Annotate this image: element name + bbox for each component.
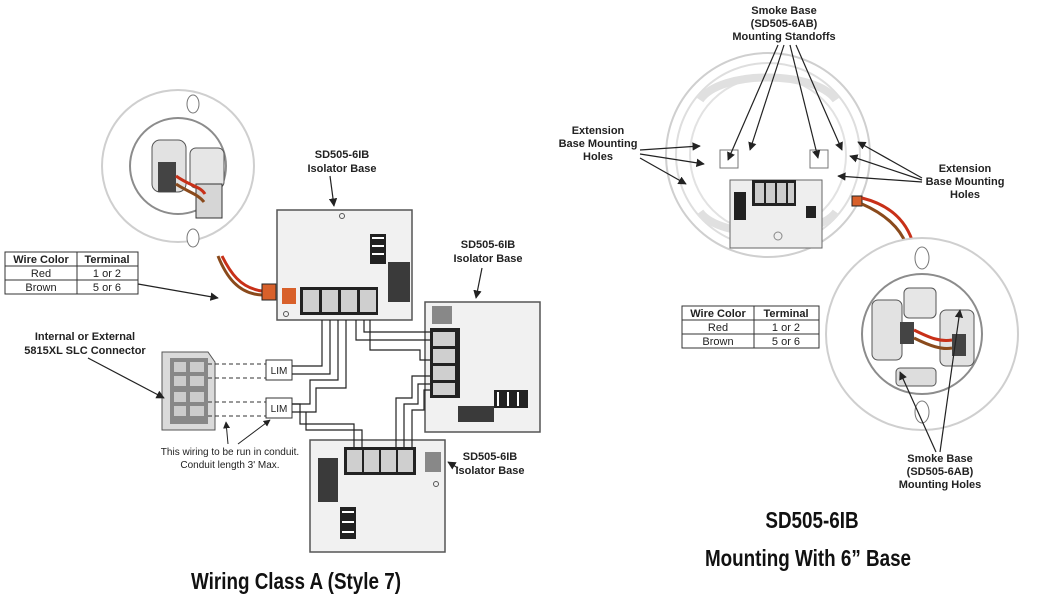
ext-left-label-2: Base Mounting [559,138,638,150]
ext-right-label-3: Holes [950,189,980,201]
ext-right-label-2: Base Mounting [926,176,1005,188]
standoffs-label-2: (SD505-6AB) [751,18,818,30]
isolator-top-label-1: SD505-6IB [315,149,369,161]
smoke-holes-arrows [899,309,964,453]
ext-right-arrows [837,141,923,183]
left-diagram: Wire Color Terminal Red 1 or 2 Brown 5 o… [4,89,541,594]
wire-table-left-header-color: Wire Color [13,254,69,266]
lim-lower-label: LIM [271,404,288,415]
wire-table-right-r2-terminal: 5 or 6 [772,336,800,348]
standoffs-arrows [727,44,843,161]
smoke-holes-label-2: (SD505-6AB) [907,466,974,478]
lim-upper-label: LIM [271,366,288,377]
solid-wiring [292,320,433,447]
right-title-2: Mounting With 6” Base [705,546,911,571]
isolator-right-label-2: Isolator Base [453,253,522,265]
slc-label-2: 5815XL SLC Connector [24,345,146,357]
wire-table-right-header-color: Wire Color [690,308,746,320]
ext-left-arrows [639,142,705,185]
wire-table-right-header-terminal: Terminal [763,308,808,320]
standoffs-label-1: Smoke Base [751,5,816,17]
isolator-bottom-label-1: SD505-6IB [463,451,517,463]
standoffs-label-3: Mounting Standoffs [732,31,835,43]
right-diagram: Wire Color Terminal Red 1 or 2 Brown 5 o… [559,5,1019,571]
right-title-1: SD505-6IB [765,508,858,533]
slc-connector [161,351,216,431]
smoke-base-right [825,237,1019,431]
smoke-base-left [101,89,277,301]
slc-label-1: Internal or External [35,331,135,343]
ext-left-label-1: Extension [572,125,625,137]
smoke-holes-label-3: Mounting Holes [899,479,982,491]
wire-table-left: Wire Color Terminal Red 1 or 2 Brown 5 o… [4,251,219,301]
conduit-dashed-wiring [208,363,266,417]
wire-table-left-header-terminal: Terminal [84,254,129,266]
extension-base [665,52,914,258]
isolator-right-label-1: SD505-6IB [461,239,515,251]
smoke-holes-label-1: Smoke Base [907,453,972,465]
wire-table-left-r1-terminal: 1 or 2 [93,268,121,280]
isolator-bottom-label-2: Isolator Base [455,465,524,477]
left-diagram-title: Wiring Class A (Style 7) [191,569,401,594]
isolator-base-top [276,209,413,321]
lim-box-upper: LIM [265,359,293,381]
wire-table-left-r2-color: Brown [25,282,56,294]
isolator-base-right [424,301,541,433]
isolator-top-label-2: Isolator Base [307,163,376,175]
wire-table-right: Wire Color Terminal Red 1 or 2 Brown 5 o… [681,305,820,349]
wire-table-right-r1-color: Red [708,322,728,334]
wire-table-right-r1-terminal: 1 or 2 [772,322,800,334]
lim-box-lower: LIM [265,397,293,419]
wire-table-left-r1-color: Red [31,268,51,280]
conduit-note-1: This wiring to be run in conduit. [161,447,299,458]
ext-left-label-3: Holes [583,151,613,163]
conduit-note-2: Conduit length 3' Max. [180,460,279,471]
ext-right-label-1: Extension [939,163,992,175]
wire-table-left-r2-terminal: 5 or 6 [93,282,121,294]
isolator-base-bottom [309,439,446,553]
wire-table-right-r2-color: Brown [702,336,733,348]
